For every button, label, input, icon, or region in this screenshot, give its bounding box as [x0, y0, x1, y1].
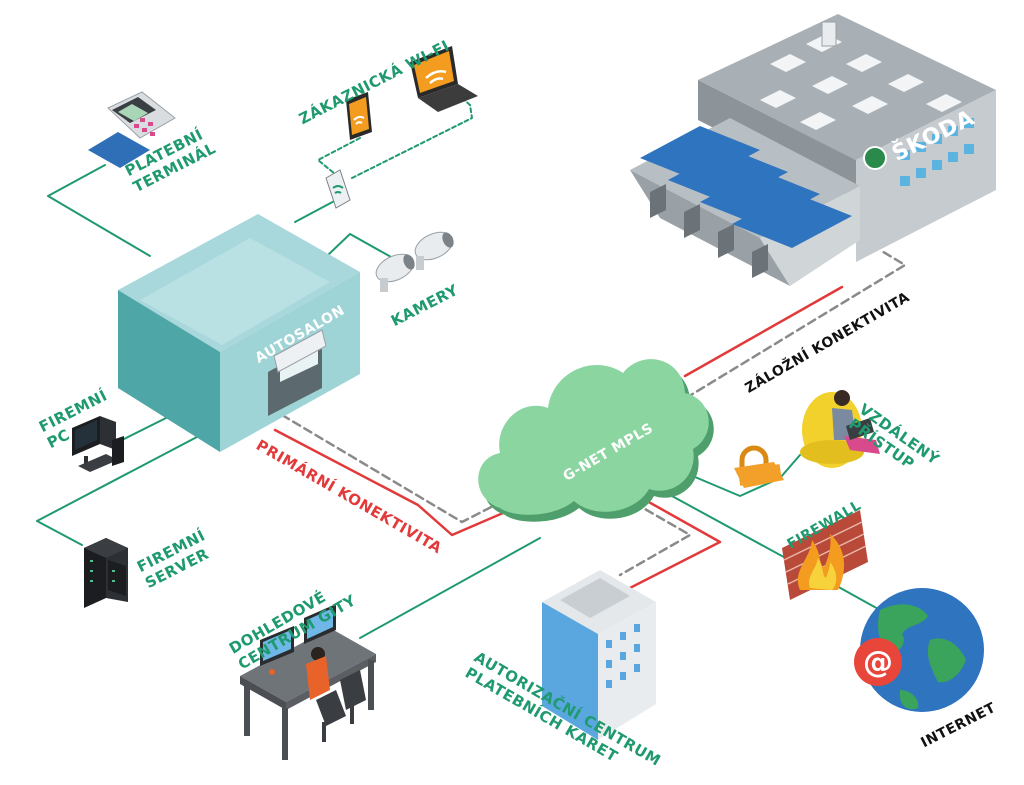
- line-primary-red: [273, 428, 512, 537]
- padlock-icon: [734, 445, 784, 488]
- line-wifi-tablet: [317, 137, 361, 179]
- showroom-building-icon: [118, 214, 360, 452]
- camera-icon: [375, 231, 454, 292]
- line-monitoring: [359, 537, 541, 639]
- factory-building-icon: [630, 14, 996, 286]
- line-backup-red: [683, 285, 844, 378]
- line-globe: [834, 584, 881, 611]
- line-backup-gray: [280, 413, 507, 524]
- tablet-icon: [346, 92, 372, 140]
- line-terminal: [47, 164, 151, 257]
- payment-terminal-icon: [88, 91, 176, 168]
- remote-user-icon: [800, 390, 880, 468]
- desktop-pc-icon: [72, 416, 124, 472]
- laptop-icon: [410, 46, 478, 112]
- line-wifi-laptop: [351, 97, 473, 179]
- line-camera: [327, 233, 401, 263]
- line-router: [294, 197, 341, 223]
- office-building-icon: [542, 570, 656, 740]
- monitoring-desk-icon: [240, 604, 376, 760]
- firewall-icon: [782, 510, 868, 600]
- line-backup-gray-3: [684, 248, 907, 400]
- cloud-icon: [478, 359, 714, 522]
- server-rack-icon: [84, 538, 128, 608]
- globe-icon: @: [854, 588, 984, 712]
- connection-lines: [36, 97, 907, 639]
- line-server: [36, 427, 215, 546]
- wifi-router-icon: [325, 169, 351, 209]
- svg-text:@: @: [863, 645, 893, 680]
